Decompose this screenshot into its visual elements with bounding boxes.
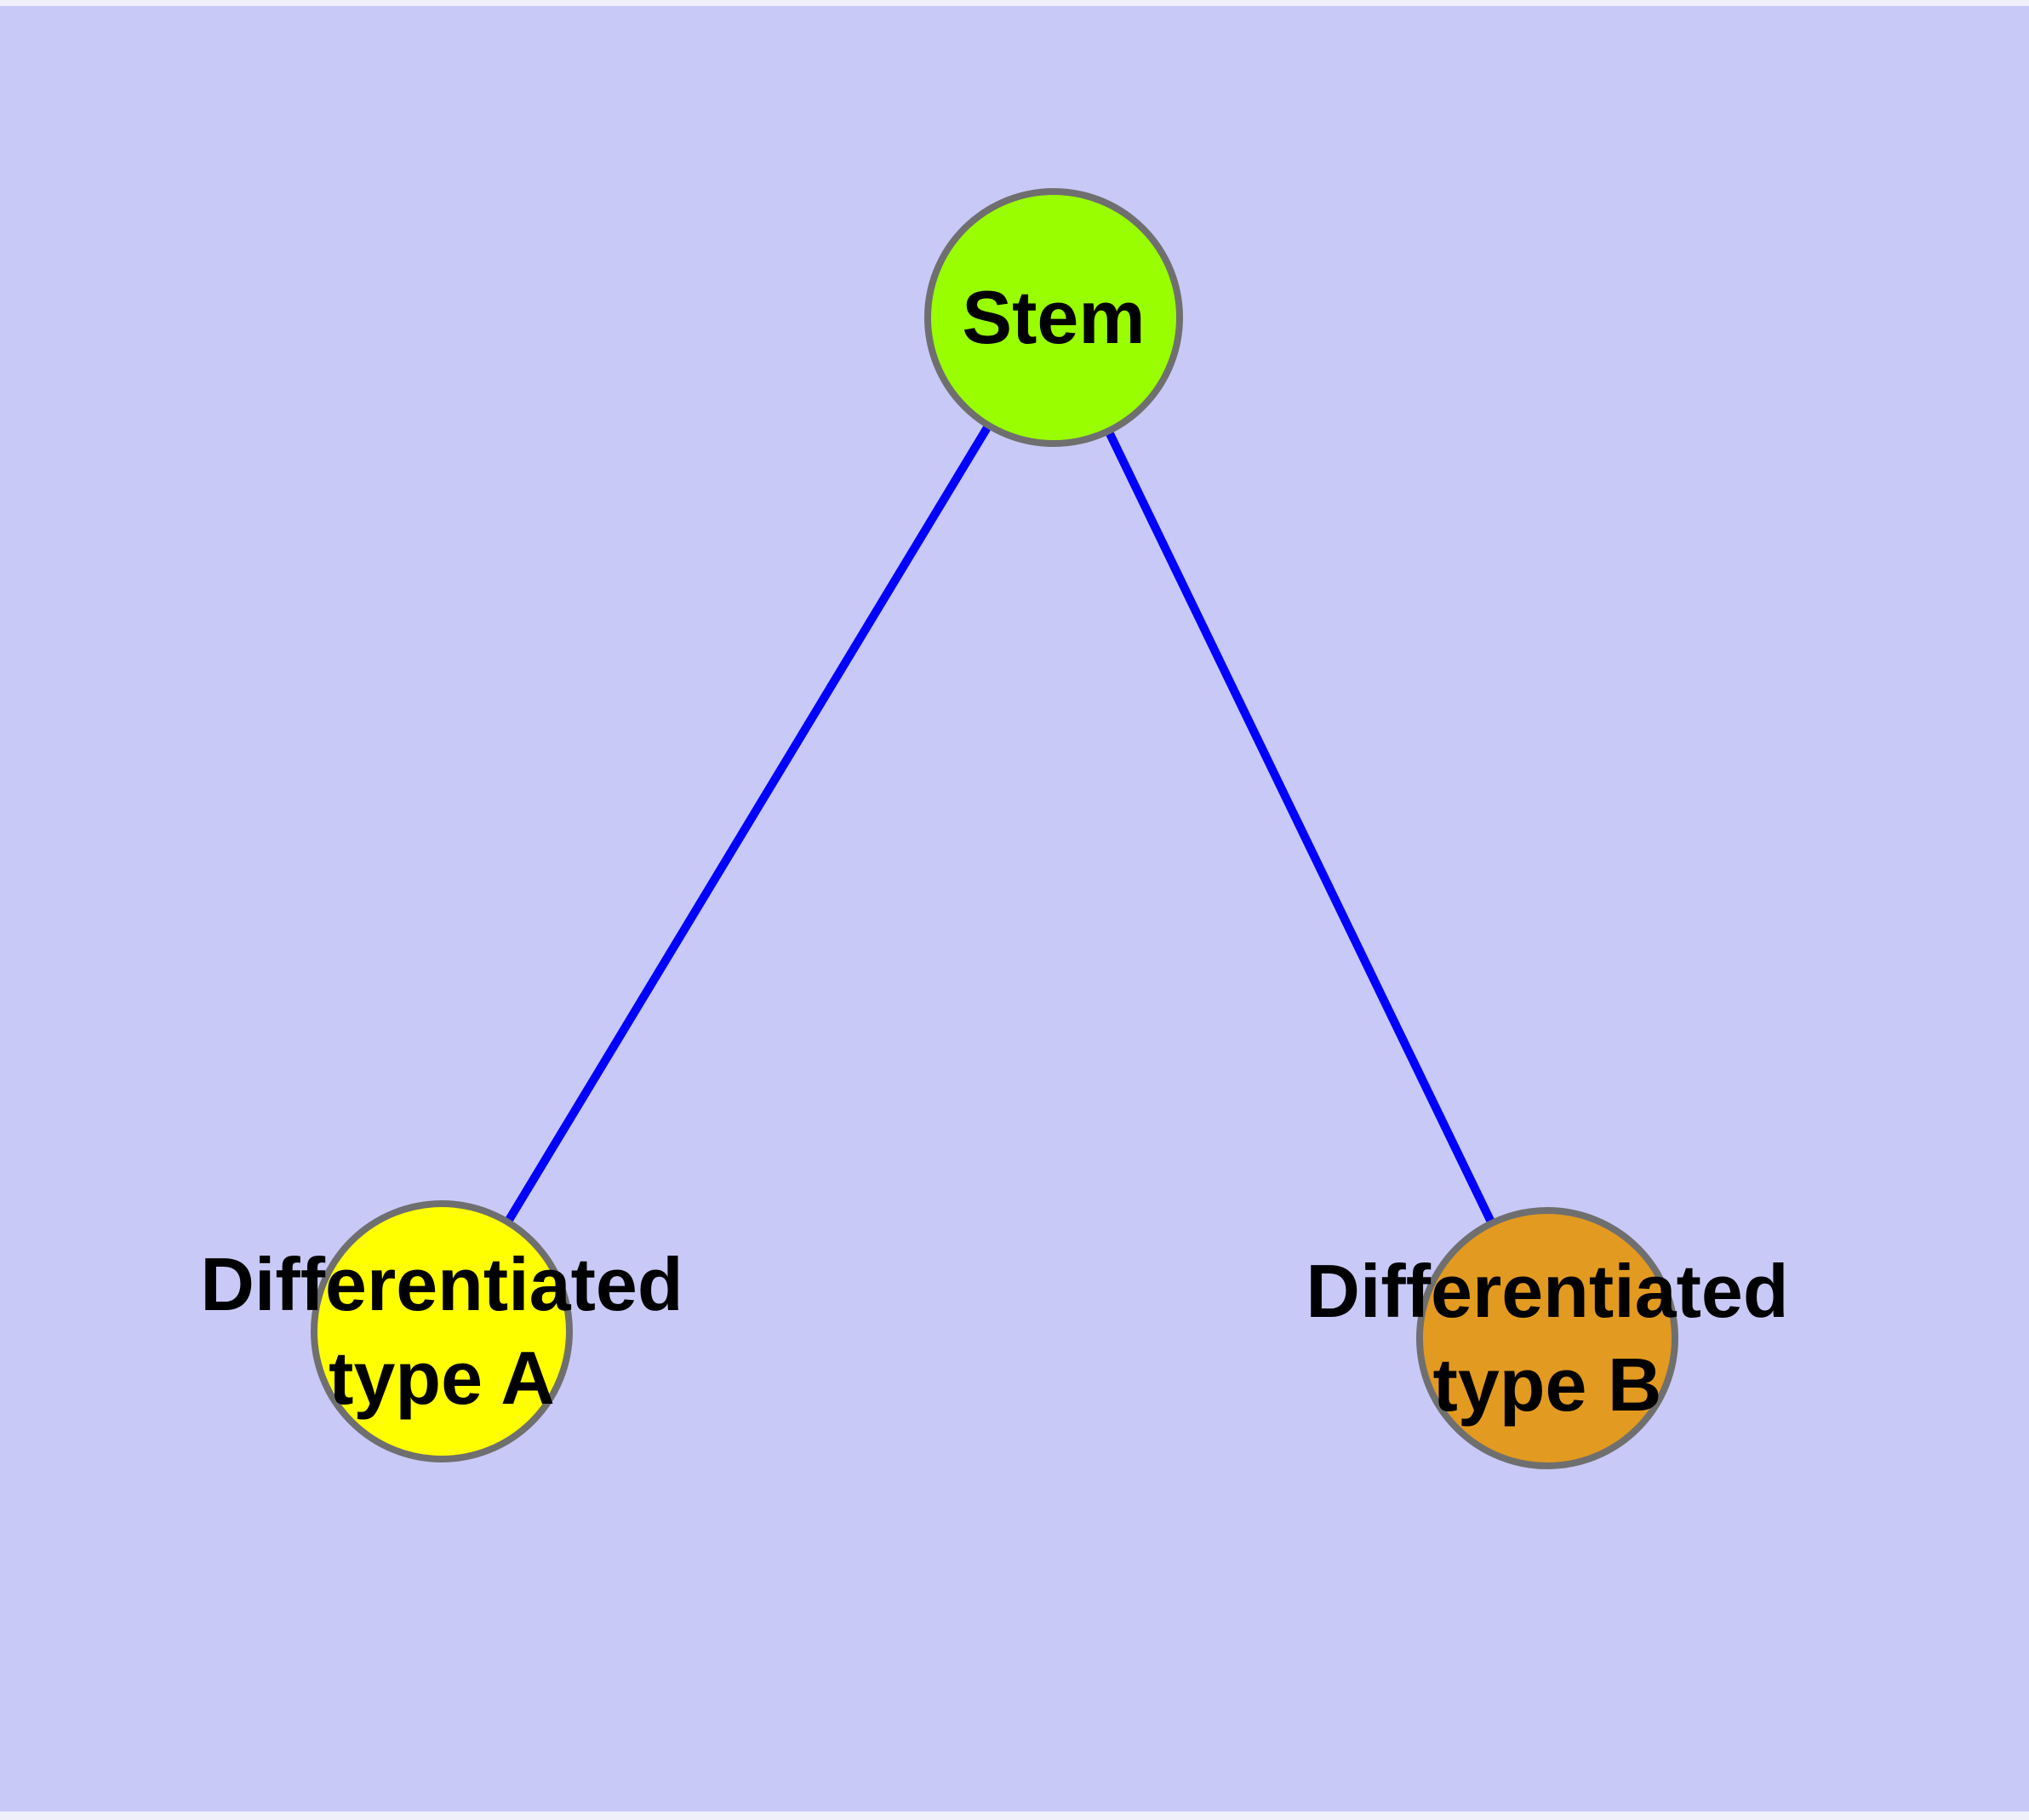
edge-stem-to-type-a	[437, 315, 1058, 1334]
node-differentiated-type-a-circle	[311, 1200, 573, 1462]
node-stem-circle	[924, 188, 1183, 447]
edge-stem-to-type-b	[1049, 315, 1552, 1341]
node-differentiated-type-b-circle	[1416, 1207, 1678, 1469]
